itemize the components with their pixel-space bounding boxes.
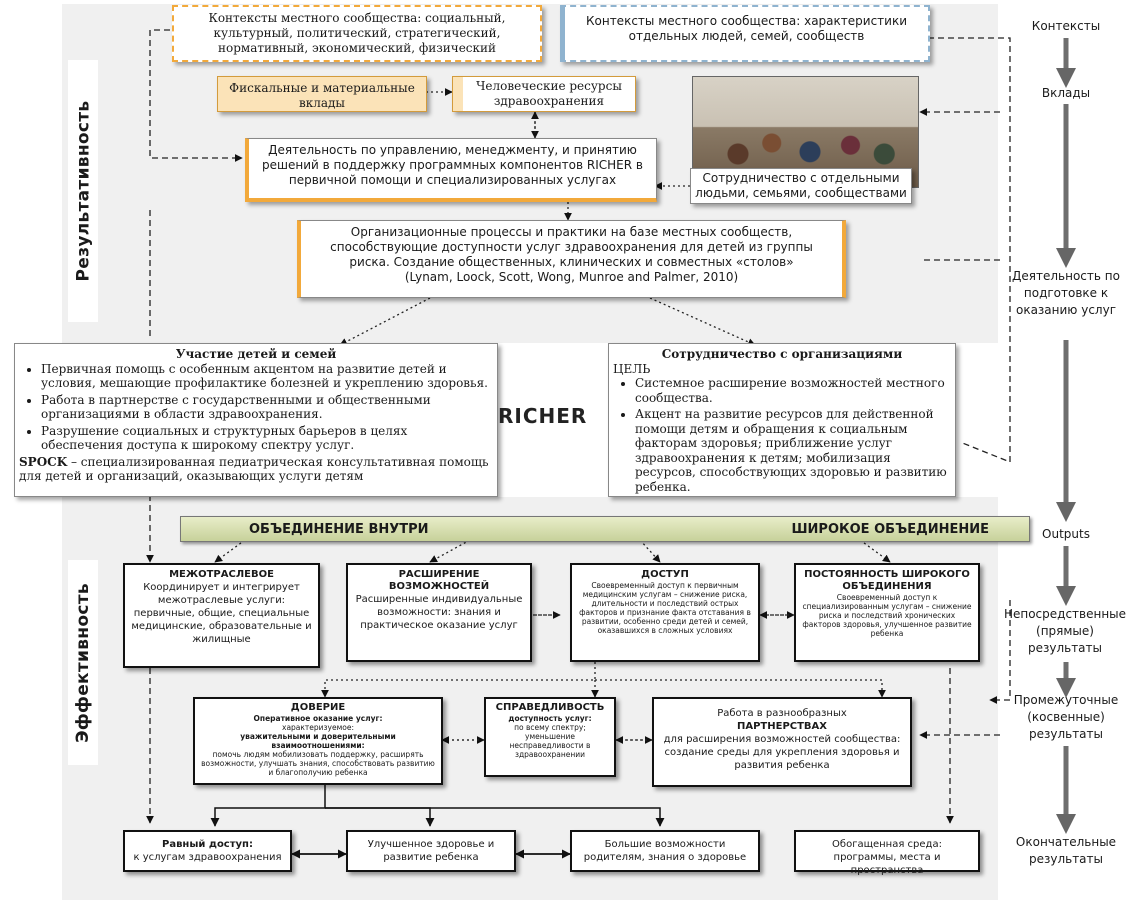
integration-bar-right: ШИРОКОЕ ОБЪЕДИНЕНИЕ bbox=[791, 521, 989, 537]
intersectoral-box: МЕЖОТРАСЛЕВОЕ Координирует и интегрирует… bbox=[123, 563, 320, 668]
access-title: ДОСТУП bbox=[641, 569, 689, 580]
trust-line-3: помочь людям мобилизовать поддержку, рас… bbox=[201, 750, 435, 777]
capacity-box: РАСШИРЕНИЕ ВОЗМОЖНОСТЕЙ Расширенные инди… bbox=[346, 563, 532, 662]
access-text: Своевременный доступ к первичным медицин… bbox=[579, 581, 751, 635]
individual-context-text: Контексты местного сообщества: характери… bbox=[585, 14, 907, 43]
children-families-item-1: Первичная помощь с особенным акцентом на… bbox=[41, 362, 493, 391]
children-families-item-3: Разрушение социальных и структурных барь… bbox=[41, 424, 493, 453]
intersectoral-title: МЕЖОТРАСЛЕВОЕ bbox=[169, 569, 274, 580]
equity-subtitle: доступность услуг: bbox=[508, 714, 592, 723]
capacity-title: РАСШИРЕНИЕ ВОЗМОЖНОСТЕЙ bbox=[388, 569, 490, 592]
integration-bar: ОБЪЕДИНЕНИЕ ВНУТРИ ШИРОКОЕ ОБЪЕДИНЕНИЕ bbox=[180, 516, 1030, 542]
equal-access-text: к услугам здравоохранения bbox=[133, 852, 282, 863]
children-families-box: Участие детей и семей Первичная помощь с… bbox=[14, 343, 498, 497]
spock-description: SPOCK – специализированная педиатрическа… bbox=[19, 455, 493, 484]
enriched-environment-box: Обогащенная среда: программы, места и пр… bbox=[794, 830, 980, 876]
org-processes-text: Организационные процессы и практики на б… bbox=[330, 225, 813, 269]
child-health-box: Улучшенное здоровье и развитие ребенка bbox=[346, 830, 516, 872]
trust-line-1: характеризуемое: bbox=[282, 723, 354, 732]
side-label-effectiveness: Результативность bbox=[68, 60, 98, 322]
spock-text: – специализированная педиатрическая конс… bbox=[19, 454, 489, 484]
continuity-box: ПОСТОЯННОСТЬ ШИРОКОГО ОБЪЕДИНЕНИЯ Своевр… bbox=[794, 563, 980, 662]
integration-bar-left: ОБЪЕДИНЕНИЕ ВНУТРИ bbox=[249, 521, 429, 537]
equal-access-title: Равный доступ: bbox=[162, 839, 253, 850]
intersectoral-text: Координирует и интегрирует межотраслевые… bbox=[131, 582, 312, 645]
stage-label-immediate: Непосредственные (прямые) результаты bbox=[1003, 607, 1127, 655]
organizations-item-2: Акцент на развитие ресурсов для действен… bbox=[635, 407, 951, 494]
partnerships-title: ПАРТНЕРСТВАХ bbox=[736, 721, 828, 732]
trust-line-2: уважительными и доверительными взаимоотн… bbox=[240, 732, 396, 750]
access-box: ДОСТУП Своевременный доступ к первичным … bbox=[570, 563, 760, 662]
collaboration-caption-box: Сотрудничество с отдельными людьми, семь… bbox=[690, 168, 912, 204]
enriched-environment-text: Обогащенная среда: программы, места и пр… bbox=[832, 839, 942, 876]
parents-text: Большие возможности родителям, знания о … bbox=[583, 839, 747, 863]
management-box: Деятельность по управлению, менеджменту,… bbox=[245, 138, 657, 202]
fiscal-inputs-text: Фискальные и материальные вклады bbox=[229, 81, 415, 110]
community-context-text: Контексты местного сообщества: социальны… bbox=[208, 11, 506, 55]
stage-label-activities: Деятельность по подготовке к оказанию ус… bbox=[1012, 269, 1120, 317]
trust-box: ДОВЕРИЕ Оперативное оказание услуг: хара… bbox=[193, 697, 443, 785]
continuity-title: ПОСТОЯННОСТЬ ШИРОКОГО ОБЪЕДИНЕНИЯ bbox=[804, 569, 970, 592]
child-health-text: Улучшенное здоровье и развитие ребенка bbox=[367, 839, 495, 863]
capacity-text: Расширенные индивидуальные возможности: … bbox=[355, 594, 523, 631]
spock-label: SPOCK bbox=[19, 454, 68, 469]
side-label-efficiency: Эффективность bbox=[68, 560, 98, 765]
org-processes-box: Организационные процессы и практики на б… bbox=[297, 220, 846, 298]
equal-access-box: Равный доступ: к услугам здравоохранения bbox=[123, 830, 292, 872]
stage-label-inputs: Вклады bbox=[1041, 86, 1091, 100]
equity-text: по всему спектру; уменьшение несправедли… bbox=[509, 723, 591, 759]
collaboration-caption-text: Сотрудничество с отдельными людьми, семь… bbox=[695, 171, 907, 200]
partnerships-pre: Работа в разнообразных bbox=[717, 708, 847, 719]
human-resources-box: Человеческие ресурсы здравоохранения bbox=[452, 76, 636, 112]
stage-label-final: Окончательные результаты bbox=[1015, 835, 1117, 866]
organizations-goal-label: ЦЕЛЬ bbox=[613, 361, 651, 376]
fiscal-inputs-box: Фискальные и материальные вклады bbox=[217, 76, 427, 112]
community-context-box: Контексты местного сообщества: социальны… bbox=[172, 5, 542, 62]
human-resources-text: Человеческие ресурсы здравоохранения bbox=[476, 79, 622, 108]
organizations-box: Сотрудничество с организациями ЦЕЛЬ Сист… bbox=[608, 343, 956, 497]
equity-title: СПРАВЕДЛИВОСТЬ bbox=[495, 702, 605, 713]
partnerships-box: Работа в разнообразных ПАРТНЕРСТВАХ для … bbox=[652, 697, 912, 787]
org-processes-reference: (Lynam, Loock, Scott, Wong, Munroe and P… bbox=[404, 270, 739, 284]
management-text: Деятельность по управлению, менеджменту,… bbox=[262, 143, 643, 187]
organizations-item-1: Системное расширение возможностей местно… bbox=[635, 376, 951, 405]
trust-subtitle: Оперативное оказание услуг: bbox=[253, 714, 383, 723]
equity-box: СПРАВЕДЛИВОСТЬ доступность услуг: по все… bbox=[484, 697, 616, 777]
organizations-title: Сотрудничество с организациями bbox=[661, 347, 903, 361]
stage-label-intermediate: Промежуточные (косвенные) результаты bbox=[1013, 693, 1119, 741]
continuity-text: Своевременный доступ к специализированны… bbox=[802, 593, 972, 638]
individual-context-box: Контексты местного сообщества: характери… bbox=[560, 5, 930, 62]
parents-box: Большие возможности родителям, знания о … bbox=[570, 830, 760, 872]
children-families-title: Участие детей и семей bbox=[175, 347, 337, 361]
stage-label-contexts: Контексты bbox=[1031, 19, 1101, 33]
stage-label-outputs: Outputs bbox=[1042, 527, 1090, 541]
children-families-item-2: Работа в партнерстве с государственными … bbox=[41, 393, 493, 422]
partnerships-text: для расширения возможностей сообщества: … bbox=[663, 734, 901, 771]
trust-title: ДОВЕРИЕ bbox=[290, 702, 346, 713]
richer-logo: RICHER bbox=[498, 404, 588, 428]
